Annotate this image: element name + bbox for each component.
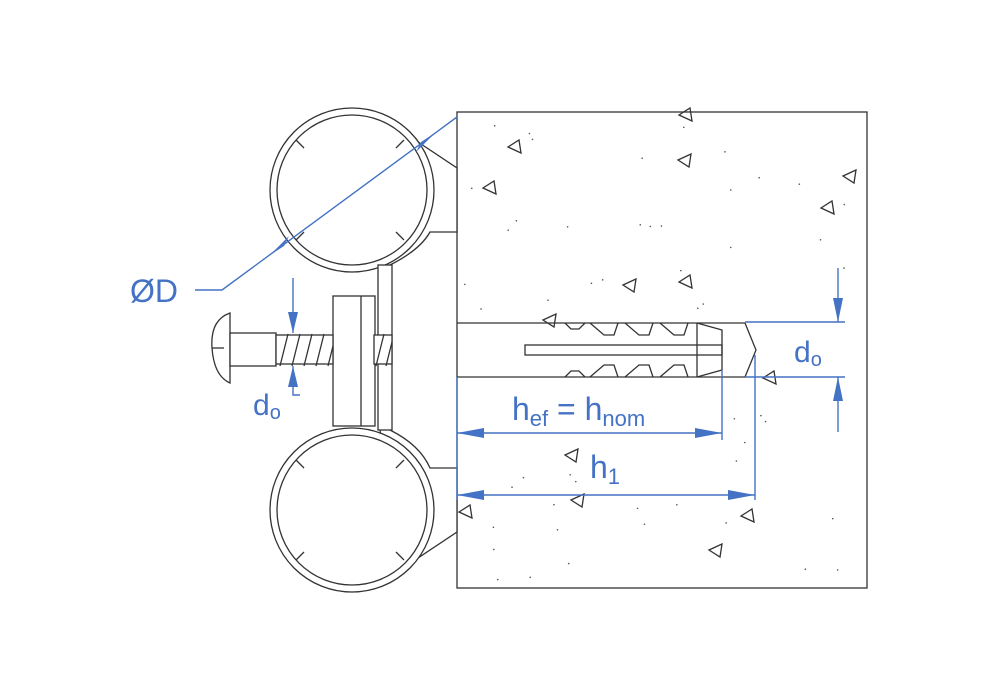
- aggregate-dot: [758, 176, 761, 179]
- aggregate-dot: [566, 225, 569, 228]
- aggregate-dot: [492, 526, 495, 529]
- aggregate-dot: [590, 282, 593, 285]
- aggregate-stone: [707, 542, 723, 559]
- aggregate-dot: [531, 138, 534, 141]
- aggregate-stone: [677, 106, 693, 123]
- aggregate-dot: [843, 267, 845, 269]
- aggregate-stone: [563, 447, 579, 464]
- aggregate-stone: [481, 179, 497, 196]
- aggregate-stone: [506, 138, 522, 155]
- aggregate-dot: [735, 460, 738, 462]
- screw: [211, 312, 393, 384]
- pipe-diameter-dimension: ØD: [130, 116, 458, 309]
- aggregate-dot: [470, 187, 473, 190]
- aggregate-dot: [639, 224, 642, 226]
- aggregate-dot: [553, 503, 555, 506]
- aggregate-stone: [677, 273, 693, 290]
- aggregate-dot: [556, 528, 559, 531]
- aggregate-stone: [569, 492, 585, 509]
- aggregate-stone: [841, 168, 857, 185]
- pipe-clip: [269, 107, 458, 593]
- aggregate-dot: [493, 125, 496, 127]
- aggregate-stone: [819, 199, 835, 216]
- effective-depth-dimension: hef = hnom: [456, 370, 723, 500]
- aggregate-dot: [660, 225, 663, 227]
- aggregate-dot: [676, 503, 678, 506]
- concrete-aggregate: [457, 106, 857, 581]
- aggregate-dot: [702, 303, 704, 305]
- aggregate-stone: [541, 312, 557, 329]
- aggregate-dot: [522, 476, 525, 479]
- hole-diameter-dimension: do: [745, 268, 845, 432]
- aggregate-dot: [843, 203, 846, 206]
- aggregate-dot: [733, 417, 736, 420]
- aggregate-dot: [819, 238, 822, 241]
- aggregate-dot: [569, 473, 571, 476]
- aggregate-stone: [739, 507, 755, 524]
- screw-diameter-dimension: do: [253, 278, 300, 424]
- aggregate-dot: [764, 420, 767, 423]
- aggregate-dot: [529, 576, 531, 579]
- aggregate-dot: [680, 269, 682, 272]
- aggregate-stone: [621, 277, 637, 294]
- aggregate-dot: [831, 517, 834, 520]
- aggregate-dot: [760, 414, 762, 417]
- aggregate-dot: [511, 486, 513, 489]
- aggregate-dot: [496, 578, 499, 581]
- aggregate-dot: [567, 562, 570, 565]
- aggregate-dot: [725, 522, 727, 524]
- hole-depth-label: h1: [590, 449, 620, 489]
- aggregate-dot: [515, 219, 518, 222]
- aggregate-dot: [480, 308, 482, 310]
- aggregate-dot: [574, 480, 577, 483]
- aggregate-dot: [836, 569, 839, 571]
- aggregate-dot: [493, 548, 495, 551]
- aggregate-dot: [507, 229, 509, 231]
- aggregate-dot: [649, 225, 652, 228]
- aggregate-dot: [641, 157, 643, 160]
- clip-base-plate: [332, 295, 376, 427]
- aggregate-stone: [676, 152, 692, 169]
- aggregate-dot: [547, 299, 549, 301]
- aggregate-dot: [464, 283, 466, 286]
- aggregate-dot: [798, 183, 801, 185]
- aggregate-stone: [457, 503, 473, 520]
- aggregate-dot: [804, 568, 807, 570]
- aggregate-dot: [643, 523, 646, 526]
- aggregate-dot: [729, 246, 732, 249]
- aggregate-dot: [696, 307, 699, 310]
- aggregate-dot: [601, 279, 604, 281]
- concrete-block: [456, 106, 868, 589]
- aggregate-dot: [724, 151, 726, 153]
- hole-diameter-label: do: [794, 336, 822, 371]
- aggregate-dot: [744, 441, 746, 444]
- wall-plug-anchor: [457, 322, 757, 378]
- hole-depth-dimension: h1: [457, 355, 756, 500]
- effective-depth-label: hef = hnom: [512, 391, 645, 431]
- aggregate-dot: [528, 132, 531, 135]
- aggregate-dot: [636, 507, 639, 510]
- screw-diameter-label: do: [253, 389, 281, 424]
- pipe-diameter-label: ØD: [130, 273, 178, 309]
- aggregate-dot: [683, 126, 685, 129]
- aggregate-dot: [729, 189, 732, 191]
